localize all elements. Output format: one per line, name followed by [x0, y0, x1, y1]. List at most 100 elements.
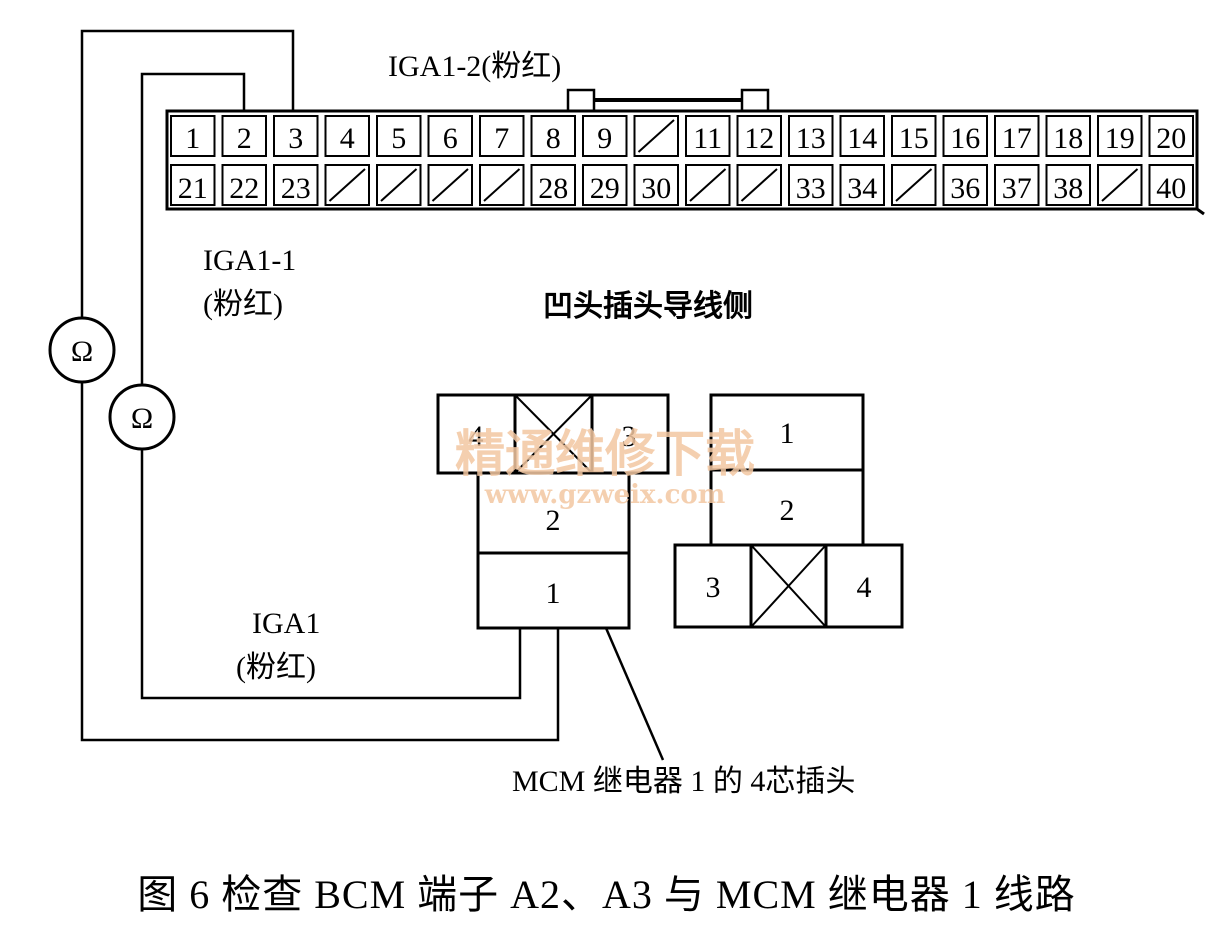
connector-cell: [685, 115, 731, 157]
connector-cell: [479, 115, 525, 157]
connector-cell: [1097, 164, 1143, 206]
connector-pin-13: 13: [796, 122, 826, 155]
connector-pin-3: 3: [288, 122, 303, 155]
connector-cell: [376, 164, 422, 206]
connector-pin-11: 11: [693, 122, 722, 155]
connector-pin-12: 12: [744, 122, 774, 155]
connector-cell: [685, 164, 731, 206]
connector-cell: [221, 164, 267, 206]
connector-pin-38: 38: [1053, 172, 1083, 205]
relay-right-pin-1: 1: [780, 417, 795, 450]
connector-pin-1: 1: [185, 122, 200, 155]
wires: [80, 29, 665, 761]
connector-cell: [530, 115, 576, 157]
connector-cell: [839, 115, 885, 157]
empty-pin-slash: [328, 168, 366, 202]
ohm-symbol: Ω: [71, 335, 93, 368]
connector-cell: [170, 115, 216, 157]
ohm-symbol: Ω: [131, 402, 153, 435]
connector-cell: [1148, 115, 1194, 157]
relay-left-pin-3: 3: [622, 420, 637, 453]
connector-cell: [376, 115, 422, 157]
connector-pin-14: 14: [847, 122, 877, 155]
connector-pin-36: 36: [950, 172, 980, 205]
connector-cell: [839, 164, 885, 206]
connector-cell: [324, 115, 370, 157]
connector-pin-28: 28: [538, 172, 568, 205]
relay-left-pin-2: 2: [546, 504, 561, 537]
connector-cell: [1045, 164, 1091, 206]
connector-pin-8: 8: [546, 122, 561, 155]
connector-pin-21: 21: [178, 172, 208, 205]
connector-cell: [530, 164, 576, 206]
figure-caption: 图 6 检查 BCM 端子 A2、A3 与 MCM 继电器 1 线路: [137, 872, 1076, 917]
connector-cell: [221, 115, 267, 157]
connector-pin-9: 9: [597, 122, 612, 155]
connector-pin-6: 6: [443, 122, 458, 155]
relay-left-pin-1: 1: [546, 577, 561, 610]
connector-cell: [273, 164, 319, 206]
connector-cell: [736, 164, 782, 206]
label-iga1: IGA1: [252, 607, 320, 640]
relay-connector-left: [436, 393, 670, 630]
connector-cell: [942, 164, 988, 206]
connector-pin-34: 34: [847, 172, 877, 205]
relay-left-pin-4: 4: [469, 420, 484, 453]
connector-pin-2: 2: [237, 122, 252, 155]
connector-cell: [891, 164, 937, 206]
connector-cell: [788, 164, 834, 206]
watermark-title: 精通维修下载: [455, 424, 755, 483]
connector-pin-20: 20: [1156, 122, 1186, 155]
connector-cell: [994, 115, 1040, 157]
connector-pin-15: 15: [899, 122, 929, 155]
label-connector-side: 凹头插头导线侧: [543, 290, 753, 323]
ohmmeter-inner: Ω: [108, 383, 176, 451]
connector-pin-19: 19: [1105, 122, 1135, 155]
connector-pin-37: 37: [1002, 172, 1032, 205]
connector-cell: [633, 164, 679, 206]
label-mcm-connector: MCM 继电器 1 的 4芯插头: [512, 765, 855, 798]
connector-cell: [891, 115, 937, 157]
empty-pin-slash: [1101, 168, 1139, 202]
connector-cell: [633, 115, 679, 157]
connector-pin-29: 29: [590, 172, 620, 205]
connector-cell: [170, 164, 216, 206]
relay-connector-right: [673, 393, 904, 629]
connector-pin-22: 22: [229, 172, 259, 205]
label-iga1-1: IGA1-1: [203, 244, 296, 277]
label-iga1-color: (粉红): [236, 651, 316, 684]
connector-pin-30: 30: [641, 172, 671, 205]
connector-cell: [1045, 115, 1091, 157]
connector-cell: [788, 115, 834, 157]
connector-cell: [479, 164, 525, 206]
label-iga1-1-color: (粉红): [203, 288, 283, 321]
connector-cell: [1097, 115, 1143, 157]
connector-cell: [736, 115, 782, 157]
connector-pin-23: 23: [281, 172, 311, 205]
empty-pin-slash: [380, 168, 418, 202]
relay-right-pin-4: 4: [857, 571, 872, 604]
connector-cell: [324, 164, 370, 206]
connector-pin-40: 40: [1156, 172, 1186, 205]
watermark-url: www.gzweix.com: [484, 480, 726, 510]
connector-pin-7: 7: [494, 122, 509, 155]
connector-cell: [1148, 164, 1194, 206]
empty-pin-slash: [431, 168, 469, 202]
connector-cell: [427, 115, 473, 157]
empty-pin-slash: [895, 168, 933, 202]
connector-pin-5: 5: [391, 122, 406, 155]
connector-cell: [582, 164, 628, 206]
connector-cell: [427, 164, 473, 206]
relay-right-pin-2: 2: [780, 494, 795, 527]
connector-pin-17: 17: [1002, 122, 1032, 155]
label-iga1-2: IGA1-2(粉红): [388, 50, 561, 83]
bcm-connector: [165, 88, 1205, 216]
empty-pin-slash: [637, 119, 675, 153]
empty-pin-slash: [740, 168, 778, 202]
connector-cell: [942, 115, 988, 157]
empty-pin-slash: [483, 168, 521, 202]
ohmmeter-outer: Ω: [48, 316, 116, 384]
